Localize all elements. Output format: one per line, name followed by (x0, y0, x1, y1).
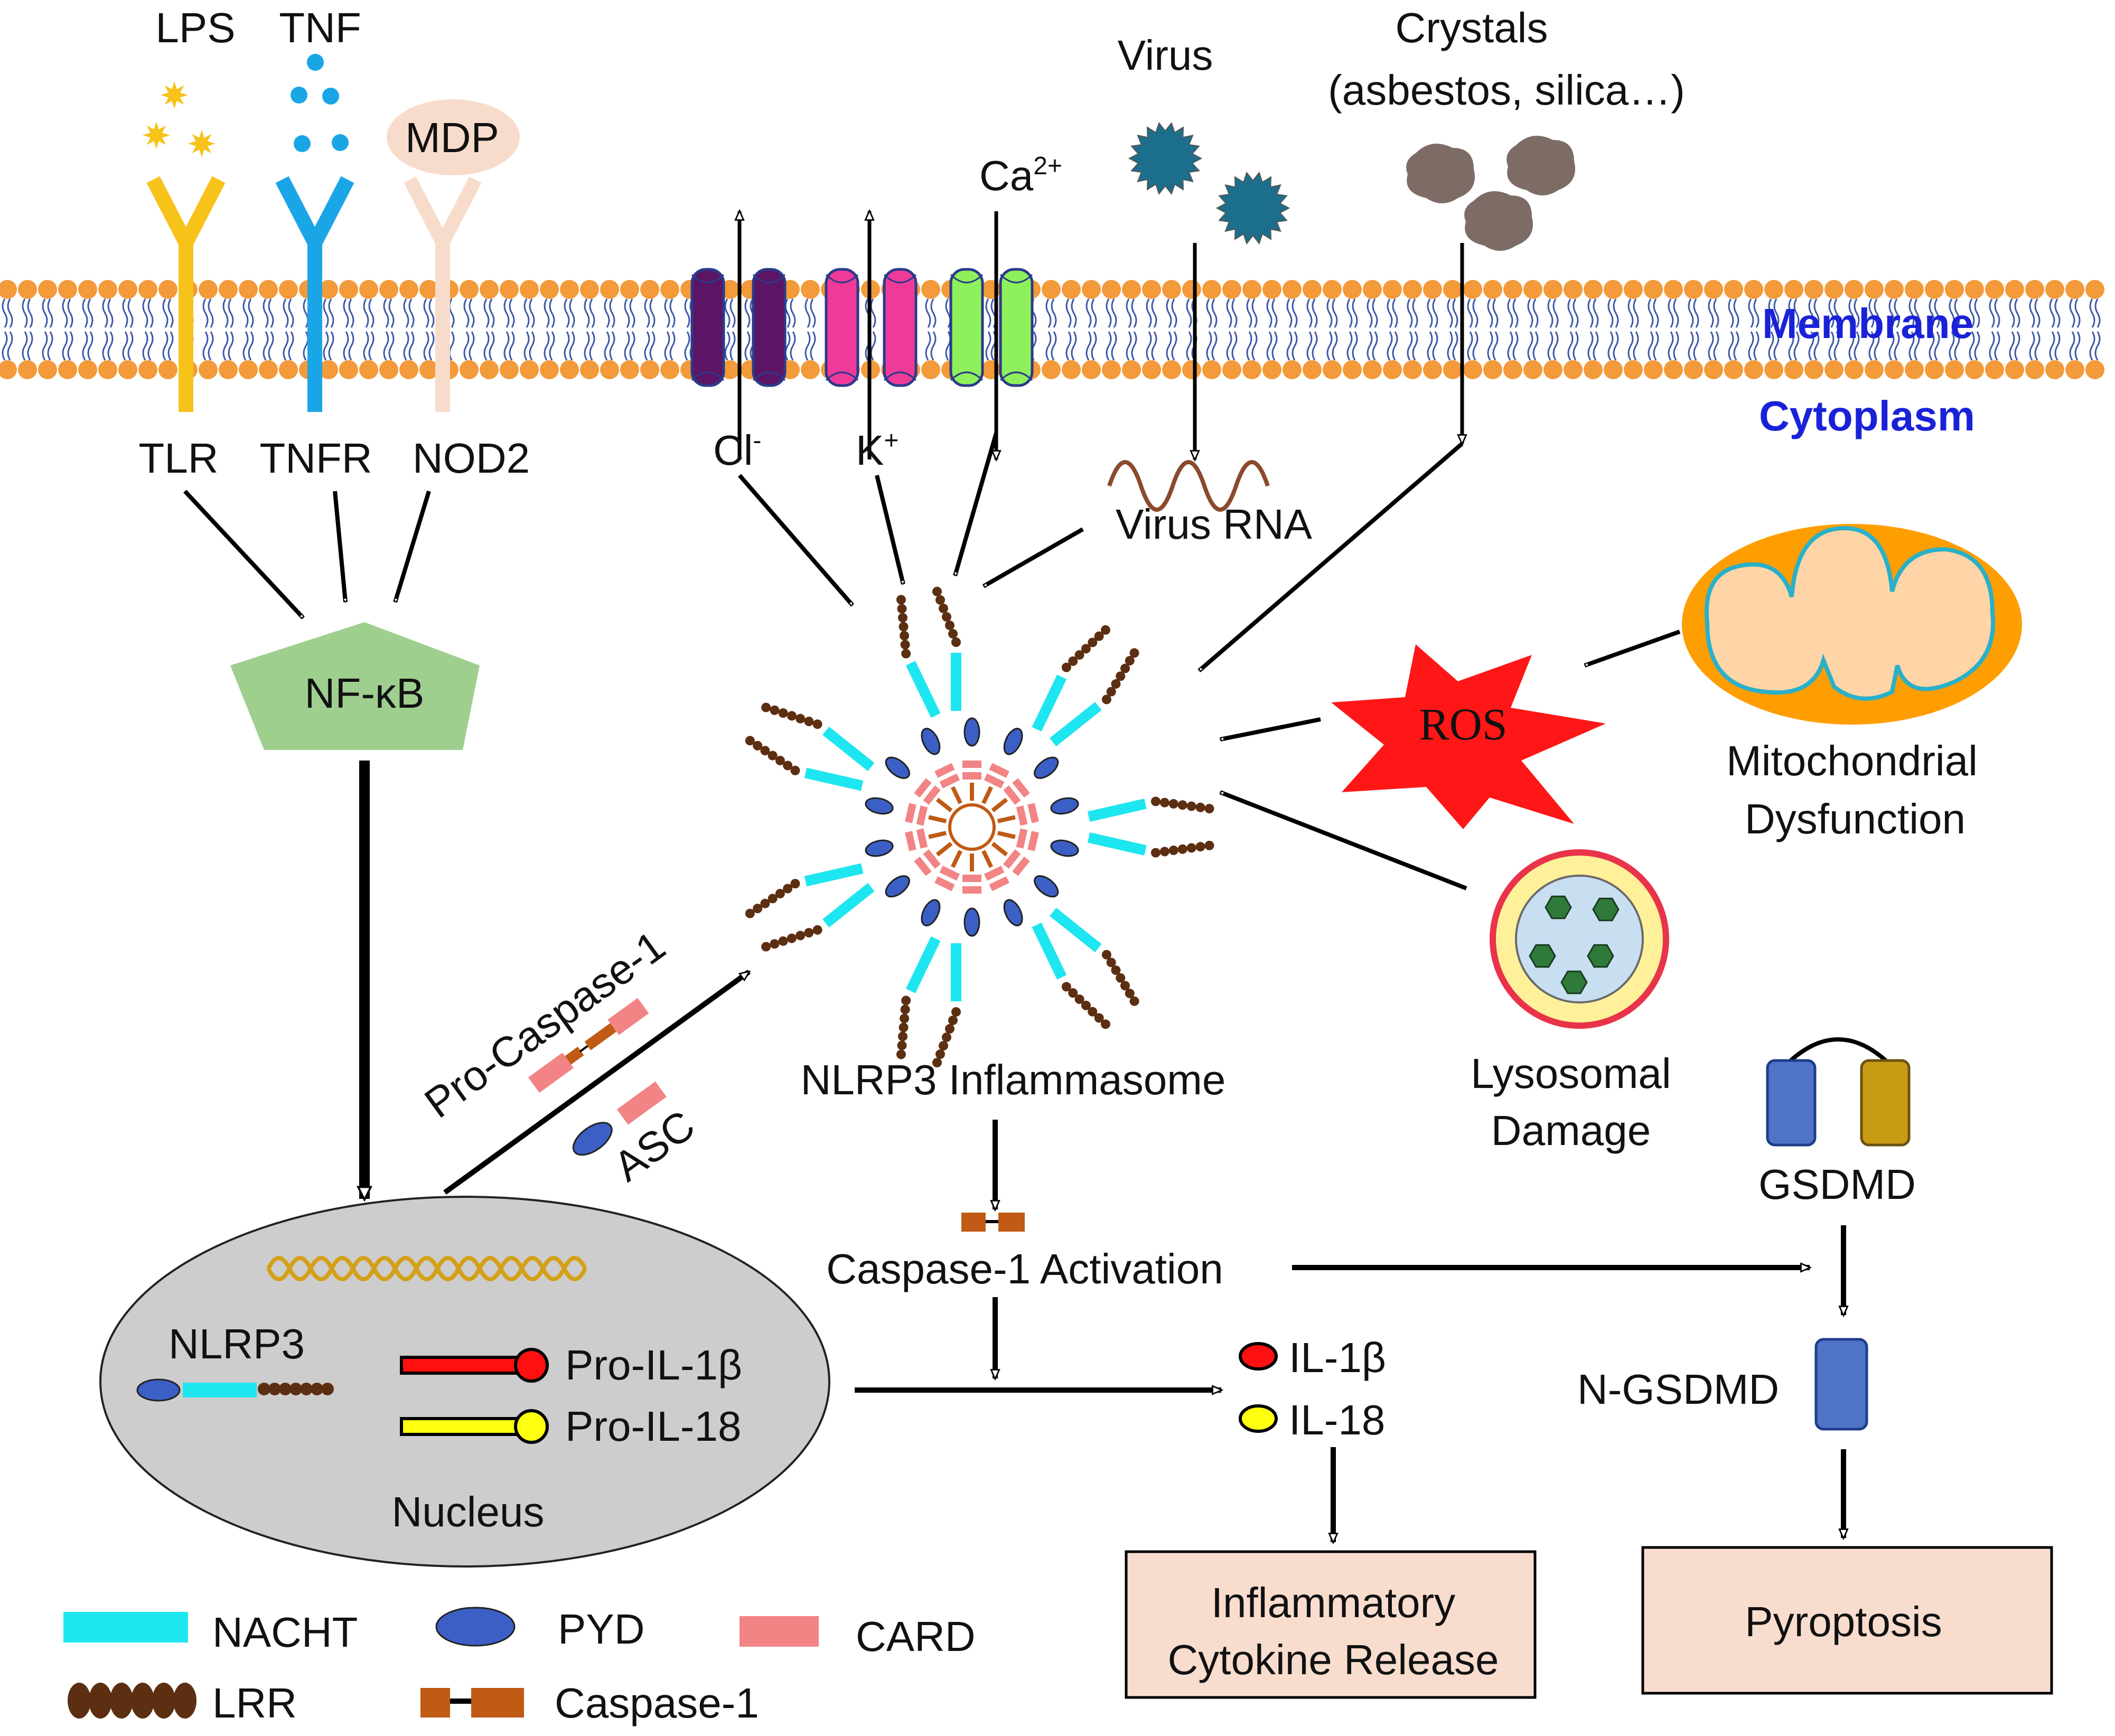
pro-il18-icon (400, 1409, 549, 1444)
ca-label: Ca2+ (979, 152, 1062, 199)
nod2-receptor (404, 176, 482, 412)
nucleus-label: Nucleus (391, 1488, 544, 1535)
il1b-icon (1239, 1342, 1278, 1371)
tnfr-to-nfkb-arrow (333, 491, 348, 602)
cytokine-release-line1: Inflammatory (1211, 1579, 1455, 1626)
gsdmd-icon (1766, 1037, 1911, 1147)
gsdmd-label: GSDMD (1758, 1161, 1916, 1208)
nfkb-node (230, 622, 480, 750)
ros-burst-icon (1331, 644, 1606, 829)
crystals-label: Crystals (1396, 4, 1548, 51)
tlr-label: TLR (138, 435, 218, 482)
mito-label-line1: Mitochondrial (1726, 737, 1978, 784)
il18-label: IL-18 (1289, 1396, 1385, 1443)
virus-rna-label: Virus RNA (1116, 501, 1313, 548)
mito-to-ros-arrow (1585, 630, 1681, 668)
active-caspase-icon (961, 1213, 1025, 1232)
nfkb-label: NF-κB (305, 670, 425, 717)
mdp-label: MDP (405, 114, 499, 161)
legend-lrr-swatch (68, 1683, 196, 1719)
asc-label: ASC (605, 1101, 703, 1190)
pro-il18-label: Pro-IL-18 (565, 1403, 741, 1450)
nucleus-icon (99, 1196, 830, 1568)
nucleus-nlrp3-label: NLRP3 (169, 1320, 305, 1367)
crystals-to-inflammasome-arrow (1197, 442, 1464, 673)
virus-rna-icon (1107, 460, 1270, 512)
membrane-label: Membrane (1762, 300, 1973, 347)
tnfr-receptor (275, 176, 354, 412)
legend: NACHT PYD CARD LRR Caspase-1 (63, 1606, 976, 1726)
tlr-receptor (146, 176, 226, 412)
ros-to-inflammasome-arrow (1220, 717, 1321, 742)
legend-nacht-swatch (63, 1612, 188, 1643)
tnf-label: TNF (279, 4, 361, 51)
asc-icon (572, 1081, 667, 1156)
dna-icon (266, 1256, 587, 1281)
legend-pyd-label: PYD (558, 1606, 645, 1653)
legend-card-swatch (740, 1616, 819, 1647)
cl-label: Cl- (713, 427, 762, 474)
nlrp3-gene-product-icon (136, 1378, 334, 1402)
crystals-examples-label: (asbestos, silica…) (1328, 67, 1685, 114)
k-label: K+ (856, 427, 899, 474)
tnf-ligand-icon (291, 54, 349, 152)
tnfr-label: TNFR (259, 435, 372, 482)
legend-card-label: CARD (856, 1613, 976, 1660)
crystal-icon (1406, 136, 1575, 251)
nlrp3-inflammasome-icon (745, 587, 1214, 1067)
ca-to-inflammasome-arrow (953, 432, 998, 576)
n-gsdmd-icon (1814, 1338, 1868, 1431)
legend-caspase1-label: Caspase-1 (555, 1679, 759, 1726)
caspase-activation-label: Caspase-1 Activation (826, 1245, 1223, 1292)
virus-label: Virus (1118, 32, 1213, 79)
cytokine-release-line2: Cytokine Release (1168, 1636, 1499, 1683)
n-gsdmd-label: N-GSDMD (1577, 1366, 1779, 1413)
lyso-label-line1: Lysosomal (1471, 1050, 1671, 1097)
il18-icon (1239, 1404, 1278, 1433)
pyroptosis-label: Pyroptosis (1745, 1598, 1942, 1645)
lps-label: LPS (155, 4, 235, 51)
nod2-label: NOD2 (413, 435, 530, 482)
virus-icon (1128, 121, 1290, 245)
lyso-to-inflammasome-arrow (1220, 790, 1467, 890)
legend-nacht-label: NACHT (212, 1609, 358, 1656)
legend-pyd-swatch (435, 1607, 516, 1647)
nucleus-to-inflammasome-arrow (443, 969, 749, 1195)
lps-ligand-icon (143, 81, 216, 157)
legend-caspase1-swatch (420, 1688, 524, 1718)
ros-label: ROS (1419, 699, 1507, 749)
nod2-to-nfkb-arrow (393, 490, 431, 602)
cytokine-release-box (1125, 1550, 1537, 1699)
inflammasome-label: NLRP3 Inflammasome (801, 1056, 1226, 1103)
rna-to-inflammasome-arrow (982, 527, 1084, 588)
k-to-inflammasome-arrow (875, 475, 905, 584)
pro-il1b-label: Pro-IL-1β (565, 1341, 742, 1388)
pro-il1b-icon (400, 1348, 549, 1383)
pro-caspase-icon (528, 998, 649, 1093)
mitochondrion-icon (1682, 524, 2022, 725)
pyroptosis-box (1641, 1546, 2053, 1695)
cytoplasm-label: Cytoplasm (1759, 392, 1975, 439)
pro-caspase-label: Pro-Caspase-1 (416, 922, 674, 1127)
lysosome-icon (1490, 849, 1669, 1029)
cl-to-inflammasome-arrow (737, 474, 855, 607)
legend-lrr-label: LRR (212, 1679, 297, 1726)
mito-label-line2: Dysfunction (1745, 795, 1966, 842)
ion-channels (690, 268, 1034, 387)
mdp-ligand-icon (387, 99, 520, 175)
lyso-label-line2: Damage (1491, 1107, 1651, 1154)
il1b-label: IL-1β (1289, 1334, 1386, 1381)
tlr-to-nfkb-arrow (183, 490, 305, 620)
